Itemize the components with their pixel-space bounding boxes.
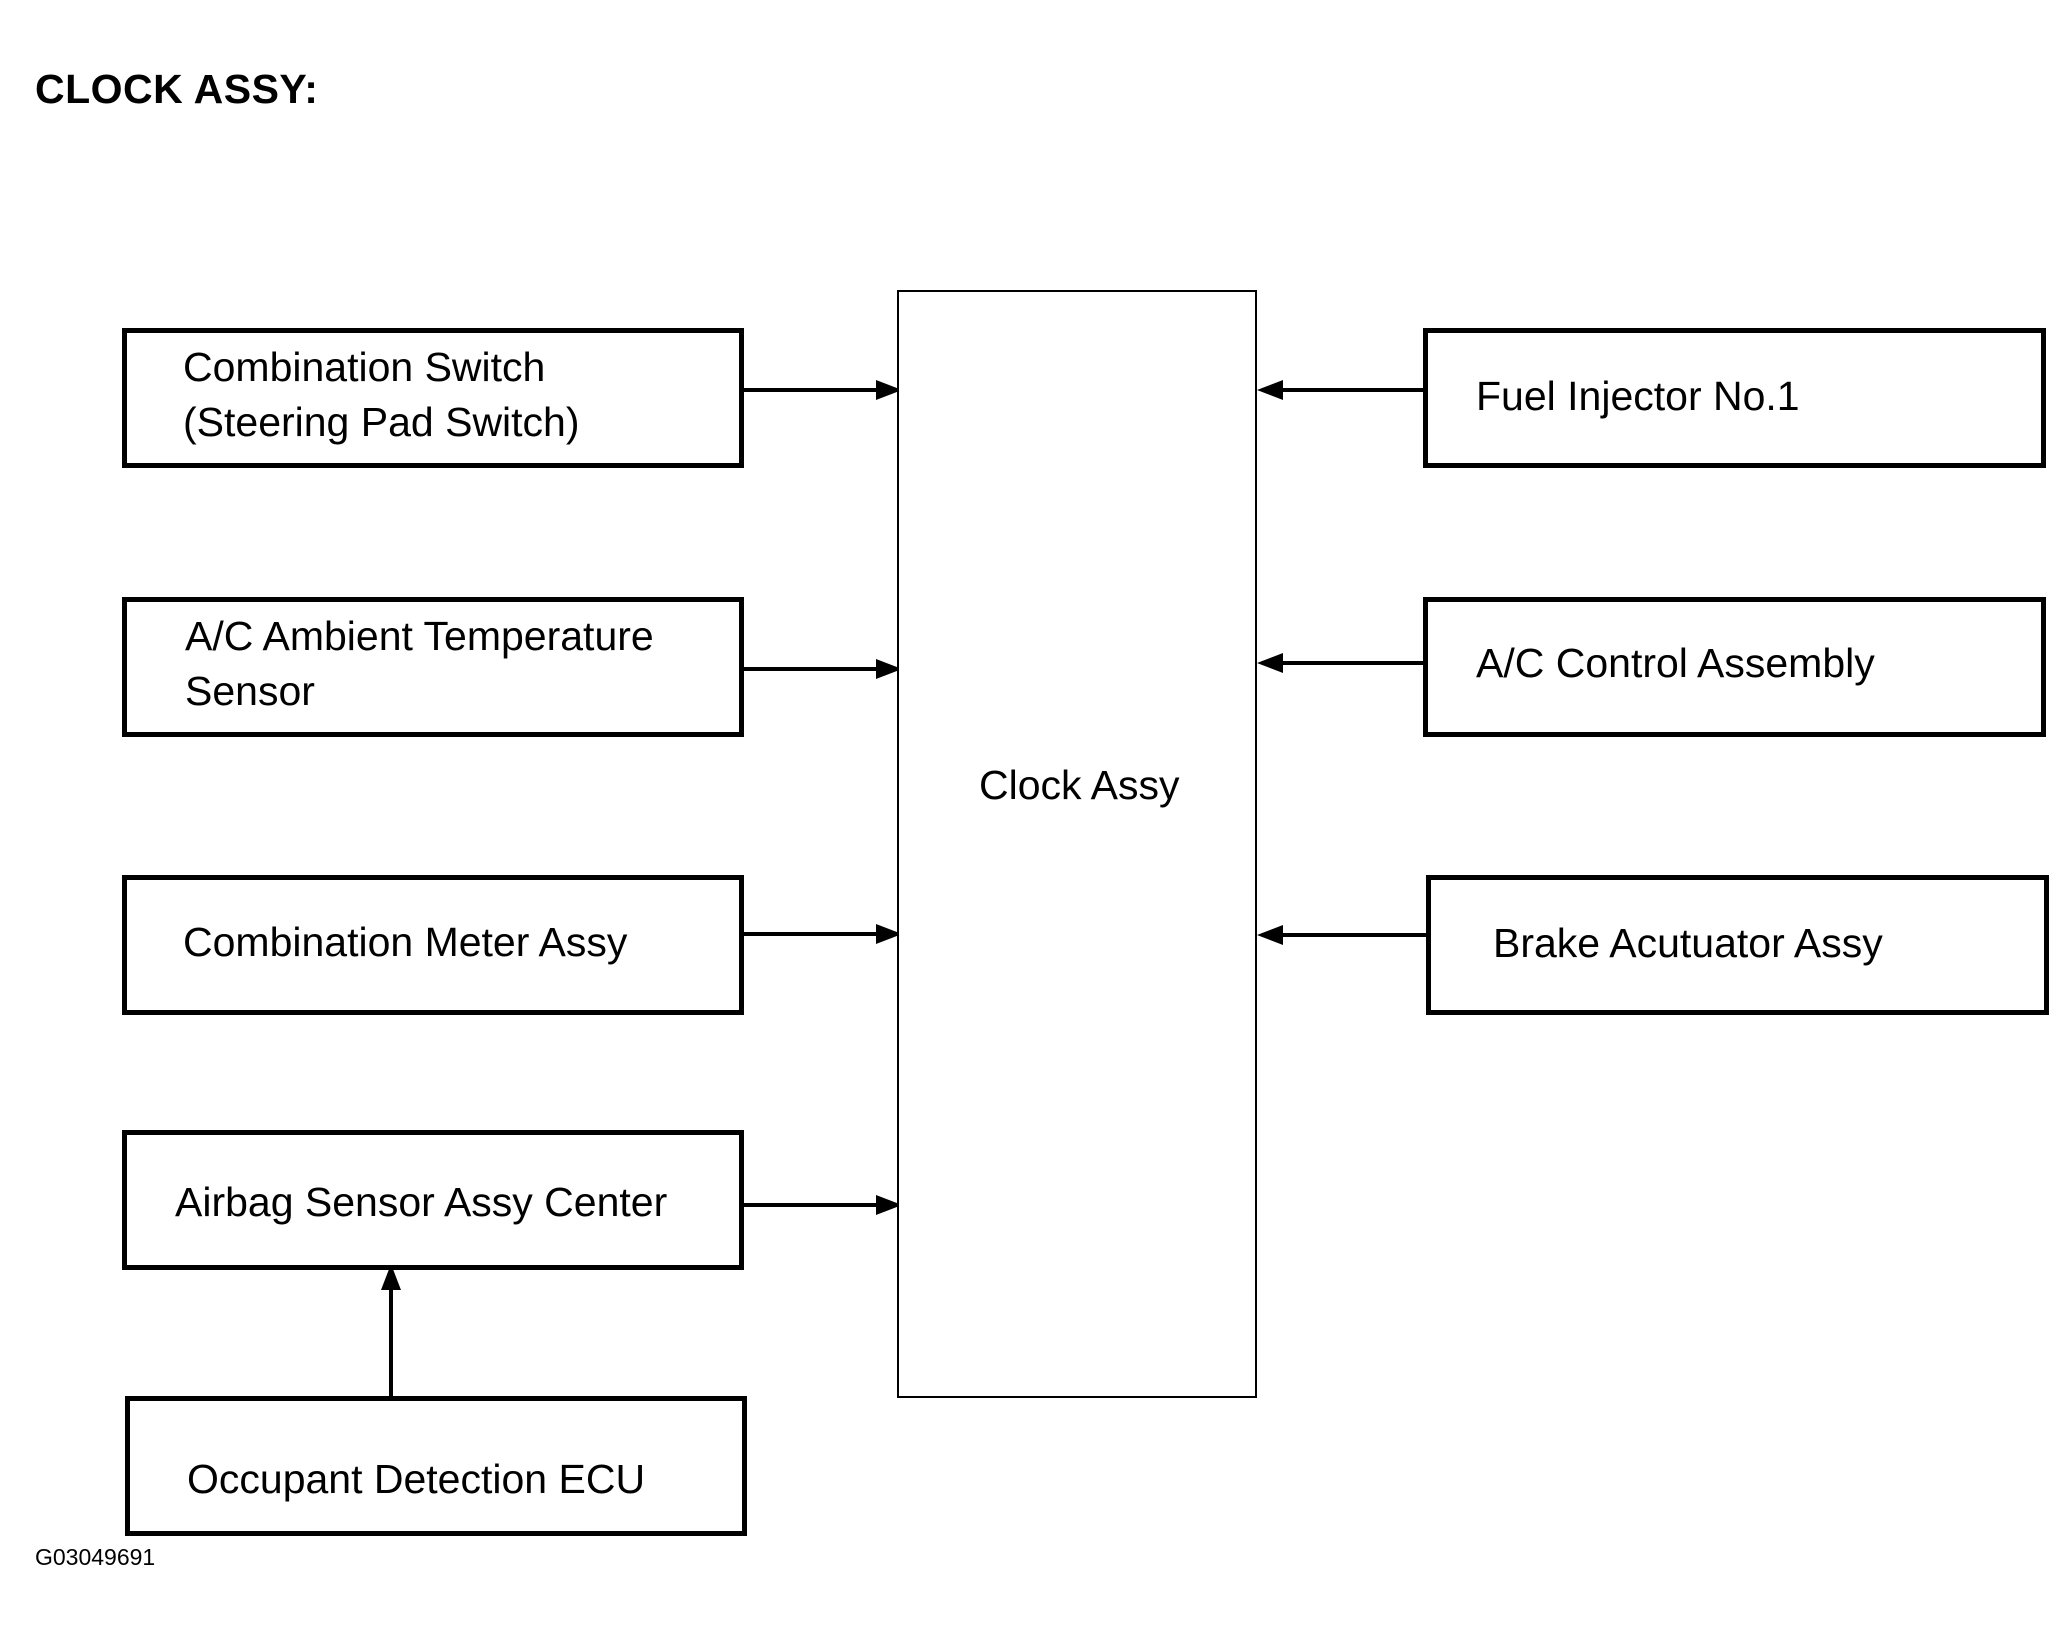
clock-assy-label: Clock Assy bbox=[979, 762, 1180, 808]
occupant-detection-ecu-box: Occupant Detection ECU bbox=[125, 1396, 747, 1536]
arrow-combination-switch-to-clock bbox=[742, 380, 902, 400]
arrow-occupant-ecu-to-airbag-sensor bbox=[381, 1264, 401, 1398]
brake-actuator-label: Brake Acutuator Assy bbox=[1493, 920, 1883, 966]
fuel-injector-box: Fuel Injector No.1 bbox=[1423, 328, 2046, 468]
combination-switch-label-line2: (Steering Pad Switch) bbox=[183, 399, 580, 445]
ac-control-assembly-box: A/C Control Assembly bbox=[1423, 597, 2046, 737]
ambient-temperature-sensor-box: A/C Ambient Temperature Sensor bbox=[122, 597, 744, 737]
arrow-ac-control-to-clock bbox=[1257, 653, 1425, 673]
fuel-injector-label: Fuel Injector No.1 bbox=[1476, 373, 1800, 419]
arrow-fuel-injector-to-clock bbox=[1257, 380, 1425, 400]
page-title: CLOCK ASSY: bbox=[35, 66, 319, 112]
brake-actuator-box: Brake Acutuator Assy bbox=[1426, 875, 2049, 1015]
combination-switch-label-line1: Combination Switch bbox=[183, 344, 546, 390]
combination-meter-box: Combination Meter Assy bbox=[122, 875, 744, 1015]
ambient-temperature-sensor-label-line2: Sensor bbox=[185, 668, 315, 714]
occupant-detection-ecu-label: Occupant Detection ECU bbox=[187, 1456, 646, 1502]
ac-control-assembly-label: A/C Control Assembly bbox=[1476, 640, 1875, 686]
combination-switch-box: Combination Switch (Steering Pad Switch) bbox=[122, 328, 744, 468]
figure-code: G03049691 bbox=[35, 1544, 156, 1570]
airbag-sensor-assy-center-box: Airbag Sensor Assy Center bbox=[122, 1130, 744, 1270]
arrow-ambient-sensor-to-clock bbox=[742, 659, 902, 679]
ambient-temperature-sensor-label-line1: A/C Ambient Temperature bbox=[185, 613, 654, 659]
clock-assy-box: Clock Assy bbox=[897, 290, 1257, 1398]
arrow-airbag-sensor-to-clock bbox=[742, 1195, 902, 1215]
airbag-sensor-assy-center-label: Airbag Sensor Assy Center bbox=[175, 1179, 668, 1225]
arrow-brake-actuator-to-clock bbox=[1257, 925, 1428, 945]
combination-meter-label: Combination Meter Assy bbox=[183, 919, 628, 965]
arrow-combination-meter-to-clock bbox=[742, 924, 902, 944]
